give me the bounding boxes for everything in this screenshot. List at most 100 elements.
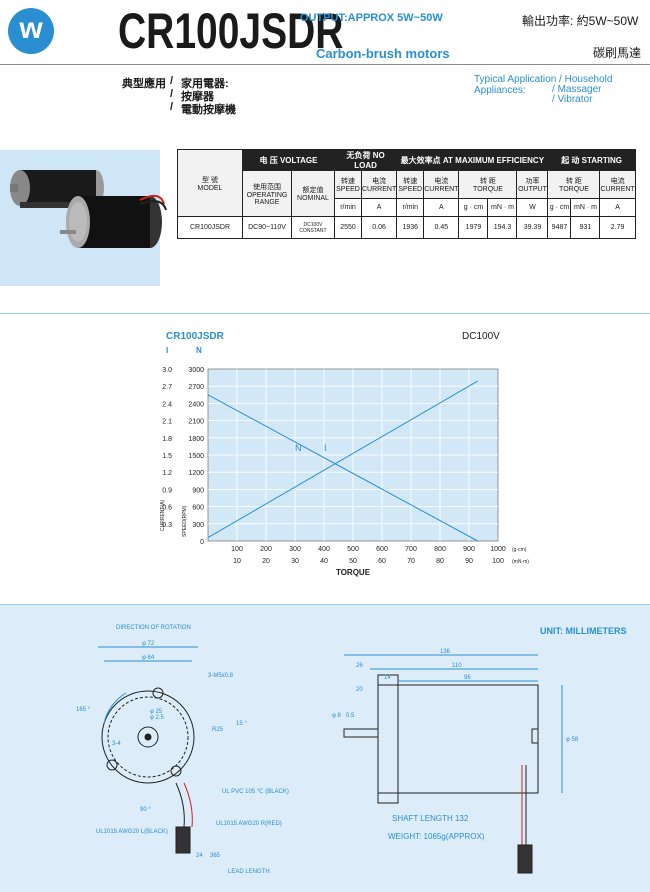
current-tick-label: 0.3 — [162, 522, 172, 529]
dimension-panel — [0, 605, 650, 892]
dim-label: φ 25 — [150, 709, 163, 715]
current-tick-label: 2.1 — [162, 419, 172, 426]
dim-label: φ 8 — [332, 713, 342, 719]
brand-logo-letter: w — [19, 12, 43, 45]
front-flange-outline — [101, 690, 195, 784]
output-en: OUTPUT:APPROX 5W~50W — [300, 12, 443, 24]
speed-line — [207, 394, 478, 542]
front-bolt-circle — [107, 696, 189, 778]
model-title: CR100JSDR — [118, 3, 344, 59]
unit-cell: A — [599, 198, 636, 217]
unit-cell: r/min — [396, 198, 425, 217]
mount-hole — [170, 765, 182, 777]
dim-label: 14 — [384, 675, 391, 681]
voltage-group-header: 电 压 VOLTAGE — [242, 149, 335, 171]
x-mn-tick-label: 50 — [349, 558, 357, 565]
max-efficiency-group-header: 最大效率点 AT MAXIMUM EFFICIENCY — [396, 149, 549, 171]
x-mn-tick-label: 90 — [465, 558, 473, 565]
x-mn-tick-label: 80 — [436, 558, 444, 565]
dim-label: 0.5 — [346, 713, 355, 719]
unit-cell: W — [516, 198, 549, 217]
side-shaft — [343, 728, 379, 738]
speed-tick-label: 1200 — [188, 470, 204, 477]
current-tick-label: 0.9 — [162, 487, 172, 494]
row-me-torque-g: 1979 — [458, 216, 489, 239]
motor-type-en: Carbon-brush motors — [316, 46, 450, 61]
starting-group-header: 起 动 STARTING — [547, 149, 636, 171]
dim-label: 90 ° — [140, 807, 151, 813]
current-tick-label: 3.0 — [162, 367, 172, 374]
x-axis-title: TORQUE — [336, 568, 371, 577]
speed-axis-title: SPEED(RPM) — [182, 505, 188, 537]
row-nl-current: 0.06 — [360, 216, 398, 239]
unit-cell: g · cm — [547, 198, 572, 217]
motor-type-cn: 碳刷馬達 — [593, 46, 642, 60]
application-item-cn: 家用電器: — [181, 78, 229, 90]
dim-label: φ 2.5 — [150, 715, 165, 721]
section-divider — [0, 604, 650, 605]
dim-label: R25 — [212, 727, 224, 733]
dim-label: 26 — [356, 663, 363, 669]
dim-label: 136 — [440, 649, 451, 655]
current-line — [207, 380, 478, 538]
speed-tick-label: 2100 — [188, 419, 204, 426]
x-g-tick-label: 100 — [231, 546, 243, 553]
dim-label: 3-M5x0.8 — [208, 673, 234, 679]
unit-cell: mN · m — [487, 198, 518, 217]
motor-photo — [10, 170, 167, 248]
current-tick-label: 1.2 — [162, 470, 172, 477]
units-label: UNIT: MILLIMETERS — [540, 626, 627, 636]
section-divider — [0, 313, 650, 314]
front-boss — [137, 726, 159, 748]
current-tick-label: 1.8 — [162, 436, 172, 443]
speed-tick-label: 900 — [192, 487, 204, 494]
unit-cell: mN · m — [570, 198, 601, 217]
x-g-tick-label: 500 — [347, 546, 359, 553]
dim-label: 365 — [210, 853, 221, 859]
application-item-cn: 電動按摩機 — [181, 104, 236, 116]
row-st-torque-mn: 931 — [570, 216, 601, 239]
x-mn-tick-label: 100 — [492, 558, 504, 565]
dim-label: 24 — [196, 853, 203, 859]
x-mn-tick-label: 60 — [378, 558, 386, 565]
axis-n-label: N — [196, 346, 202, 355]
application-label-en: Typical Application / Household Applianc… — [474, 74, 613, 96]
brand-logo — [8, 8, 54, 54]
weight-label: WEIGHT: 1065g(APPROX) — [388, 832, 485, 841]
row-me-current: 0.45 — [423, 216, 460, 239]
x-g-tick-label: 200 — [260, 546, 272, 553]
x-g-tick-label: 600 — [376, 546, 388, 553]
lead-label: UL1015 AWG20 R(RED) — [216, 821, 282, 827]
current-axis-title: CURRENT(A) — [160, 500, 166, 531]
no-load-group-header: 无负荷 NO LOAD — [333, 149, 398, 171]
dim-label: 110 — [452, 663, 462, 669]
rotation-arrow — [103, 692, 127, 724]
row-nl-speed: 2550 — [334, 216, 362, 239]
header-divider — [0, 64, 650, 65]
mount-hole — [106, 759, 118, 771]
application-item-en: / Massager — [552, 84, 602, 95]
lead-length-label: LEAD LENGTH — [228, 869, 270, 875]
mount-hole — [152, 687, 164, 699]
speed-tick-label: 1500 — [188, 453, 204, 460]
x-mn-tick-label: 30 — [291, 558, 299, 565]
speed-tick-label: 2400 — [188, 401, 204, 408]
current-series-label: I — [324, 443, 327, 453]
x-g-tick-label: 1000 — [490, 546, 506, 553]
x-g-tick-label: 300 — [289, 546, 301, 553]
unit-cell: r/min — [334, 198, 362, 217]
output-cn: 輸出功率: 約5W~50W — [522, 14, 639, 28]
current-tick-label: 1.5 — [162, 453, 172, 460]
speed-tick-label: 600 — [192, 505, 204, 512]
dimension-drawing: DIRECTION OF ROTATION φ 72 φ 64 3-M5x0.8… — [76, 625, 579, 875]
row-op-range: DC90~110V — [242, 216, 292, 239]
dim-label: φ 72 — [142, 641, 155, 647]
speed-tick-label: 300 — [192, 522, 204, 529]
speed-series-label: N — [295, 443, 302, 453]
dim-label: φ 58 — [566, 737, 579, 743]
